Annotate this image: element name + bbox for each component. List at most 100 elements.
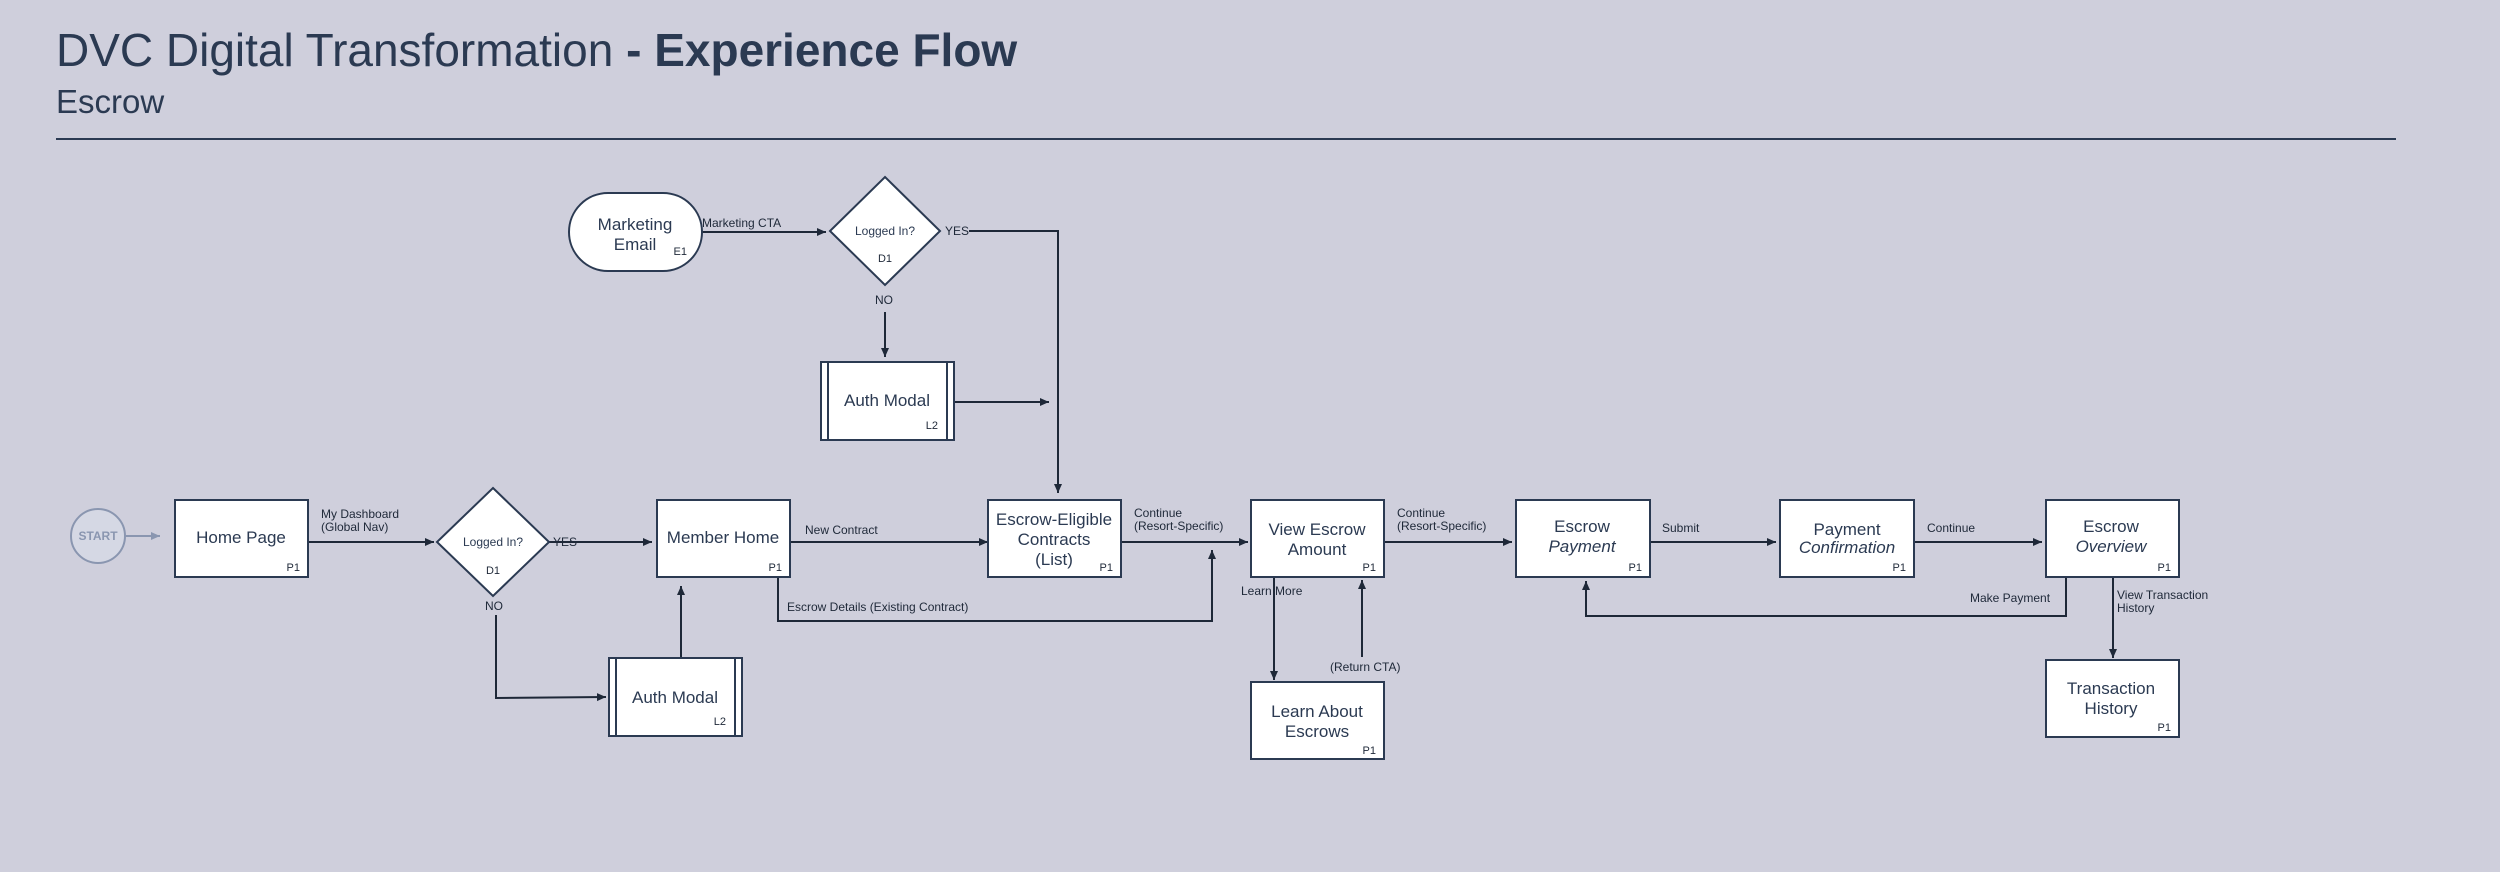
title-main: DVC Digital Transformation (56, 24, 614, 76)
transaction-history-code: P1 (2158, 722, 2171, 734)
auth-modal-top-code: L2 (926, 420, 938, 432)
learn-escrows-box (1250, 681, 1385, 760)
marketing-email-line2: Email (614, 235, 657, 254)
node-auth-modal-bottom[interactable]: Auth Modal L2 (608, 657, 743, 737)
label-view-transaction: View Transaction (2117, 588, 2208, 602)
label-submit: Submit (1662, 521, 1700, 535)
auth-modal-bottom-code: L2 (714, 716, 726, 728)
label-make-payment: Make Payment (1970, 591, 2051, 605)
decision-top-label: Logged In? (855, 224, 915, 238)
label-new-contract: New Contract (805, 523, 878, 537)
node-marketing-email[interactable]: Marketing Email E1 (568, 192, 703, 272)
label-my-dashboard: My Dashboard (321, 507, 399, 521)
escrow-contracts-line1: Escrow-Eligible (996, 510, 1112, 529)
label-history: History (2117, 601, 2154, 615)
decision-logged-in-top[interactable]: Logged In? D1 (828, 175, 942, 287)
decision-diamond-main (435, 486, 551, 598)
member-home-box (656, 499, 791, 578)
marketing-email-pill (568, 192, 703, 272)
node-escrow-overview[interactable]: Escrow Overview P1 (2045, 499, 2180, 578)
view-escrow-line1: View Escrow (1269, 520, 1367, 539)
node-member-home[interactable]: Member Home P1 (656, 499, 791, 578)
label-learn-more: Learn More (1241, 584, 1303, 598)
view-escrow-code: P1 (1363, 562, 1376, 574)
home-page-box (174, 499, 309, 578)
payment-confirmation-line2: Confirmation (1799, 538, 1895, 557)
node-transaction-history[interactable]: Transaction History P1 (2045, 659, 2180, 738)
home-page-label: Home Page (196, 528, 286, 547)
title-separator: - (613, 24, 655, 76)
label-resort-specific-b: (Resort-Specific) (1397, 519, 1486, 533)
learn-escrows-line2: Escrows (1285, 722, 1349, 741)
edge-logged-in-no-auth-modal (495, 615, 607, 702)
label-return-cta: (Return CTA) (1330, 660, 1400, 674)
marketing-email-line1: Marketing (598, 215, 673, 234)
start-node[interactable]: START (70, 508, 126, 564)
edge-escrow-details (777, 550, 1216, 622)
node-payment-confirmation[interactable]: Payment Confirmation P1 (1779, 499, 1915, 578)
learn-escrows-line1: Learn About (1271, 702, 1363, 721)
node-home-page[interactable]: Home Page P1 (174, 499, 309, 578)
node-escrow-eligible-contracts[interactable]: Escrow-Eligible Contracts (List) P1 (987, 499, 1122, 578)
edges (126, 228, 2117, 702)
decision-diamond-top (828, 175, 942, 287)
decision-main-label: Logged In? (463, 535, 523, 549)
label-yes-top: YES (945, 224, 969, 238)
label-marketing-cta: Marketing CTA (702, 216, 781, 230)
escrow-payment-line1: Escrow (1554, 517, 1610, 536)
escrow-contracts-box (987, 499, 1122, 578)
decision-main-code: D1 (486, 565, 500, 577)
transaction-history-line1: Transaction (2067, 679, 2155, 698)
label-continue-c: Continue (1927, 521, 1975, 535)
label-no-main: NO (485, 599, 503, 613)
label-global-nav: (Global Nav) (321, 520, 388, 534)
node-escrow-payment[interactable]: Escrow Payment P1 (1515, 499, 1651, 578)
start-circle (70, 508, 126, 564)
node-view-escrow-amount[interactable]: View Escrow Amount P1 (1250, 499, 1385, 578)
payment-confirmation-code: P1 (1893, 562, 1906, 574)
decision-top-code: D1 (878, 253, 892, 265)
view-escrow-line2: Amount (1288, 540, 1347, 559)
header: DVC Digital Transformation - Experience … (56, 22, 1017, 122)
auth-modal-bottom-box (608, 657, 743, 737)
page-title: DVC Digital Transformation - Experience … (56, 22, 1017, 78)
label-continue-b: Continue (1397, 506, 1445, 520)
escrow-overview-box (2045, 499, 2180, 578)
transaction-history-box (2045, 659, 2180, 738)
decision-logged-in-main[interactable]: Logged In? D1 (435, 486, 551, 598)
auth-modal-bottom-label: Auth Modal (632, 688, 718, 707)
view-escrow-box (1250, 499, 1385, 578)
label-resort-specific-a: (Resort-Specific) (1134, 519, 1223, 533)
page-subtitle: Escrow (56, 83, 165, 120)
payment-confirmation-line1: Payment (1813, 520, 1880, 539)
escrow-overview-line1: Escrow (2083, 517, 2139, 536)
payment-confirmation-box (1779, 499, 1915, 578)
learn-escrows-code: P1 (1363, 745, 1376, 757)
escrow-payment-code: P1 (1629, 562, 1642, 574)
header-divider (56, 138, 2396, 140)
escrow-overview-line2: Overview (2076, 537, 2149, 556)
transaction-history-line2: History (2085, 699, 2138, 718)
escrow-payment-box (1515, 499, 1651, 578)
edge-make-payment (1582, 578, 2067, 617)
label-no-top: NO (875, 293, 893, 307)
edge-labels: Marketing CTA YES NO My Dashboard (Globa… (321, 216, 2208, 674)
title-emphasis: Experience Flow (654, 24, 1018, 76)
escrow-contracts-line2: Contracts (1018, 530, 1091, 549)
escrow-payment-line2: Payment (1548, 537, 1616, 556)
label-escrow-details: Escrow Details (Existing Contract) (787, 600, 968, 614)
node-auth-modal-top[interactable]: Auth Modal L2 (820, 361, 955, 441)
edge-logged-in-top-yes (969, 230, 1062, 493)
auth-modal-top-box (820, 361, 955, 441)
escrow-overview-code: P1 (2158, 562, 2171, 574)
escrow-contracts-line3: (List) (1035, 550, 1073, 569)
member-home-code: P1 (769, 562, 782, 574)
home-page-code: P1 (287, 562, 300, 574)
member-home-label: Member Home (667, 528, 779, 547)
label-continue-a: Continue (1134, 506, 1182, 520)
label-yes-main: YES (553, 535, 577, 549)
node-learn-about-escrows[interactable]: Learn About Escrows P1 (1250, 681, 1385, 760)
auth-modal-top-label: Auth Modal (844, 391, 930, 410)
marketing-email-code: E1 (674, 246, 687, 258)
